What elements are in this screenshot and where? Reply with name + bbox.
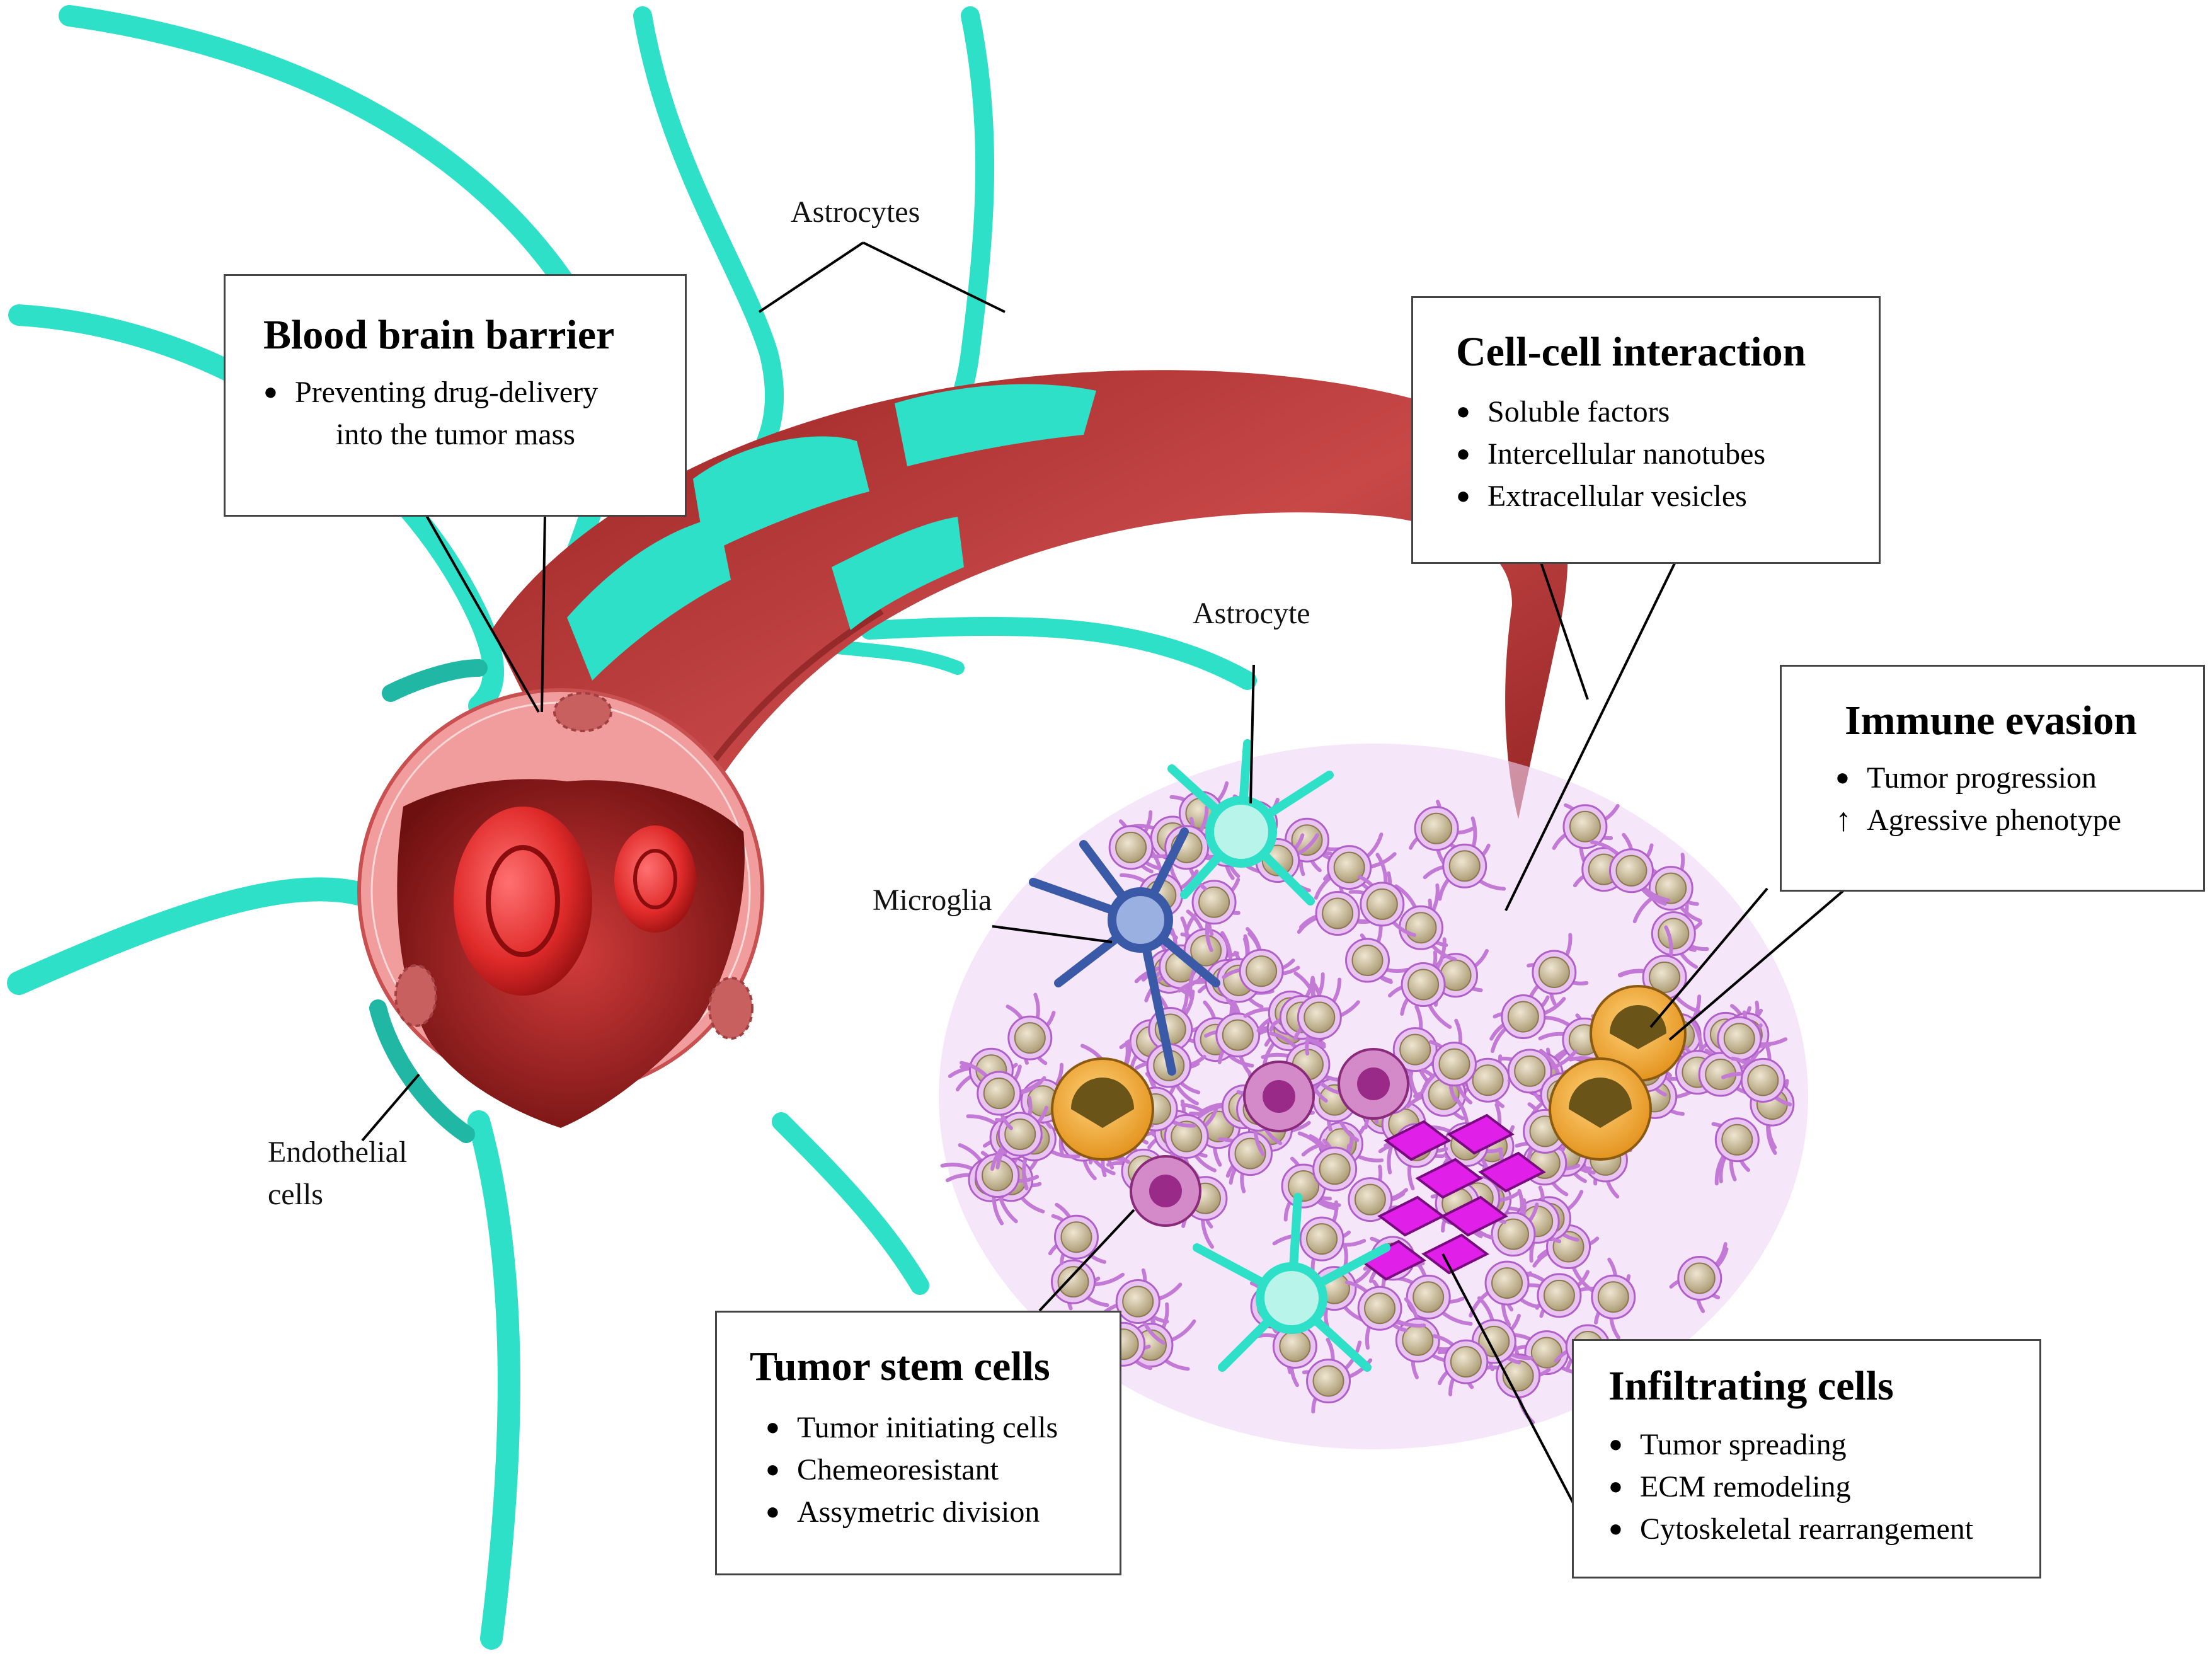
tumor-cell: [1297, 1131, 1358, 1192]
tumor-cell: [1387, 937, 1452, 1029]
tumor-cell: [975, 1132, 1040, 1226]
tumor-cell: [1218, 1131, 1273, 1193]
tumor-cell: [1423, 816, 1506, 901]
tumor-cell: [1348, 853, 1416, 938]
label-microglia: Microglia: [873, 883, 992, 917]
cell-cell-interaction-box: Cell-cell interaction Soluble factors In…: [1411, 296, 1881, 564]
tumor-cell: [1302, 1337, 1373, 1414]
vessel-cross-section: [357, 659, 764, 1143]
tumor-cell: [1164, 805, 1224, 891]
tumor-cell: [1185, 877, 1241, 952]
infiltrating-cells-list: Tumor spreading ECM remodeling Cytoskele…: [1608, 1423, 2020, 1551]
cell-cell-interaction-list: Soluble factors Intercellular nanotubes …: [1456, 391, 1854, 518]
macrophage-cells: [1051, 985, 1687, 1161]
tumor-cell: [1409, 800, 1476, 872]
label-endothelial-line2: cells: [268, 1178, 323, 1212]
tumor-astrocytes: [1167, 739, 1390, 1372]
tumor-cell: [1651, 903, 1709, 969]
tumor-cell: [1711, 1117, 1760, 1186]
tumor-stem-cells-list: Tumor initiating cells Chemeoresistant A…: [750, 1406, 1101, 1534]
infiltrating-cells: [1358, 1113, 1546, 1281]
label-astrocyte: Astrocyte: [1193, 597, 1310, 630]
list-item: ECM remodeling: [1608, 1466, 2020, 1508]
list-item: Tumor initiating cells: [765, 1406, 1101, 1449]
tumor-cell: [990, 1096, 1049, 1171]
list-item: Cytoskeletal rearrangement: [1608, 1508, 2020, 1550]
label-endothelial-cells: Endothelial cells: [268, 1131, 407, 1216]
tumor-cell: [1432, 1334, 1489, 1396]
immune-evasion-box: Immune evasion Tumor progression Agressi…: [1780, 665, 2205, 892]
list-item: Intercellular nanotubes: [1456, 433, 1854, 475]
tumor-cell: [1095, 1268, 1183, 1345]
astrocyte-endfeet: [567, 384, 1096, 681]
infiltrating-cells-title: Infiltrating cells: [1608, 1363, 1894, 1409]
tumor-cell: [1523, 933, 1589, 1015]
list-item: Agressive phenotype: [1835, 799, 2184, 842]
list-item: Tumor spreading: [1608, 1423, 2020, 1466]
tumor-stem-cells-box: Tumor stem cells Tumor initiating cells …: [715, 1311, 1121, 1575]
label-astrocytes: Astrocytes: [791, 195, 920, 229]
tumor-cell: [1579, 1257, 1636, 1340]
tumor-cell: [1048, 1202, 1107, 1265]
blood-brain-barrier-box: Blood brain barrier Preventing drug-deli…: [224, 274, 687, 517]
blood-brain-barrier-title: Blood brain barrier: [263, 312, 615, 358]
tumor-stem-cells: [1130, 1048, 1409, 1227]
tumor-cell: [1471, 1296, 1533, 1372]
tumor-cell: [1164, 1107, 1218, 1185]
tumor-cell: [960, 1061, 1046, 1130]
list-item: Preventing drug-delivery: [263, 371, 660, 413]
list-item: Tumor progression: [1835, 757, 2184, 799]
tumor-cell: [1006, 992, 1056, 1066]
microglia-cell: [1029, 827, 1220, 1076]
tumor-stem-cells-title: Tumor stem cells: [750, 1343, 1050, 1389]
tumor-cell: [1222, 927, 1300, 994]
tumor-cell: [1669, 1242, 1729, 1313]
tumor-cell: [1590, 832, 1671, 906]
tumor-cell: [1721, 1045, 1792, 1107]
tumor-cell: [1108, 810, 1173, 874]
list-item: Assymetric division: [765, 1491, 1101, 1533]
cell-cell-interaction-title: Cell-cell interaction: [1456, 329, 1806, 375]
tumor-cell: [1345, 916, 1410, 984]
label-endothelial-line1: Endothelial: [268, 1136, 408, 1169]
tumor-mass: [939, 739, 1808, 1449]
tumor-cell: [1297, 884, 1385, 936]
list-item: Chemeoresistant: [765, 1449, 1101, 1491]
leader-lines: [361, 241, 1847, 1519]
immune-evasion-list: Tumor progression Agressive phenotype: [1835, 757, 2184, 842]
blood-brain-barrier-list: Preventing drug-delivery into the tumor …: [263, 371, 660, 456]
tumor-cell: [1420, 1018, 1477, 1105]
tumor-cell: [1204, 998, 1261, 1083]
tumor-cell: [1489, 994, 1566, 1054]
infiltrating-cells-box: Infiltrating cells Tumor spreading ECM r…: [1572, 1339, 2041, 1578]
tumor-cell: [1484, 1188, 1539, 1257]
immune-evasion-title: Immune evasion: [1845, 698, 2137, 744]
tumor-cell: [1293, 971, 1342, 1056]
list-item: Extracellular vesicles: [1456, 475, 1854, 517]
tumor-cell: [1348, 1164, 1414, 1222]
list-item: Soluble factors: [1456, 391, 1854, 433]
list-item: into the tumor mass: [336, 417, 575, 451]
tumor-cell: [1344, 1279, 1426, 1350]
